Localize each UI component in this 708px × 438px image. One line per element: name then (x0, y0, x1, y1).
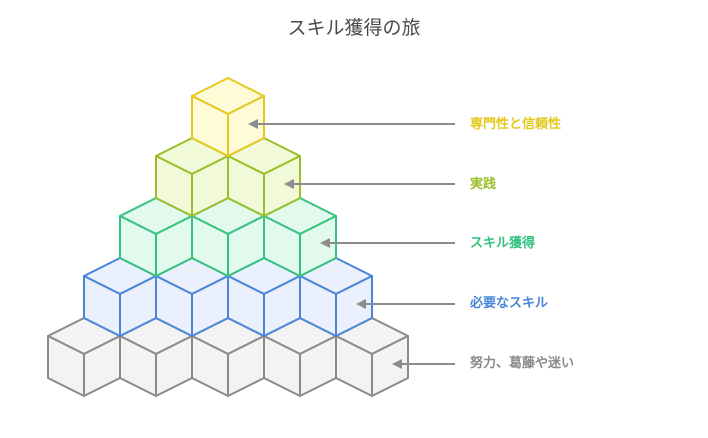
cube (191, 77, 265, 157)
tier-3-arrow (284, 179, 455, 189)
tier-label-struggle: 努力、葛藤や迷い (470, 356, 575, 371)
tier-1-arrow (356, 299, 455, 309)
cube (83, 257, 157, 337)
diagram-title: スキル獲得の旅 (287, 17, 421, 39)
cube-right-face (263, 155, 301, 217)
tier-4-arrow (248, 119, 455, 129)
tier-label-expertise: 専門性と信頼性 (470, 117, 562, 132)
cube-right-face (335, 275, 373, 337)
cube (155, 137, 229, 217)
cube (263, 197, 337, 277)
tier-4-cubes (191, 77, 265, 157)
tier-0-cubes (47, 317, 409, 397)
cube-right-face (227, 95, 265, 157)
tier-0-arrow (392, 359, 455, 369)
tier-label-practice: 実践 (470, 177, 497, 192)
cube-right-face (371, 335, 409, 397)
tier-3-cubes (155, 137, 301, 217)
cube-right-face (299, 215, 337, 277)
tier-label-required-skills: 必要なスキル (470, 296, 549, 311)
tier-2-cubes (119, 197, 337, 277)
tier-2-arrow (320, 238, 455, 248)
tier-label-skill-acquisition: スキル獲得 (470, 236, 536, 251)
cube (335, 317, 409, 397)
